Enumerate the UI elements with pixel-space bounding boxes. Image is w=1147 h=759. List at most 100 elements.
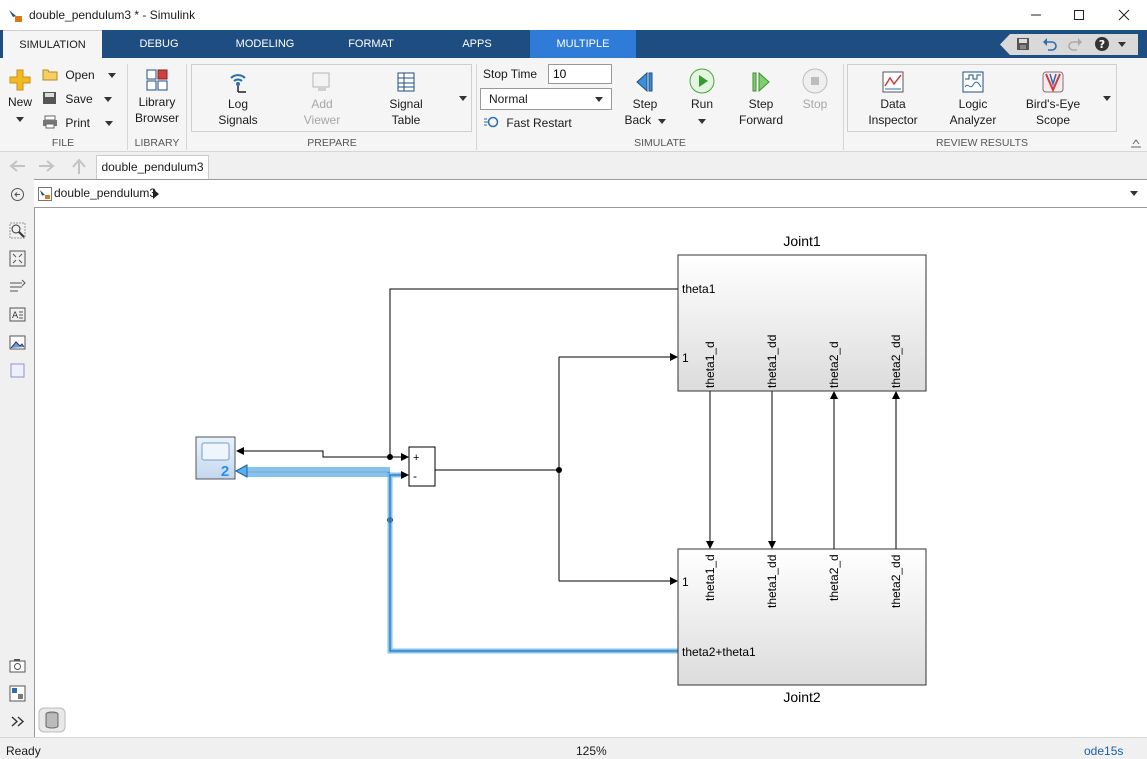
log-signals-button[interactable]: Log Signals — [212, 70, 264, 128]
fit-to-view-icon[interactable] — [9, 250, 26, 267]
run-button[interactable]: Run — [680, 68, 724, 128]
sum-block[interactable]: + - — [408, 446, 436, 487]
signal-line-to-scope-1[interactable] — [241, 450, 390, 458]
block-diagram: 2 + - Joint1 theta1 1 theta1_d theta1_dd… — [38, 233, 927, 733]
help-dropdown-icon[interactable] — [1118, 42, 1126, 47]
add-viewer-button[interactable]: Add Viewer — [296, 70, 348, 128]
breadcrumb: double_pendulum3 — [34, 179, 1147, 208]
birds-eye-scope-button[interactable]: Bird's-Eye Scope — [1022, 70, 1084, 128]
forward-arrow-icon[interactable] — [38, 158, 56, 174]
step-back-button[interactable]: Step Back — [621, 70, 669, 128]
open-button[interactable]: Open — [42, 66, 118, 84]
signal-line-theta2-theta1-selected[interactable] — [234, 464, 678, 654]
review-section-label: REVIEW RESULTS — [936, 137, 1028, 149]
tab-multiple[interactable]: MULTIPLE — [530, 30, 636, 58]
ribbon-divider — [127, 64, 128, 150]
close-button[interactable] — [1101, 0, 1147, 30]
undo-icon[interactable] — [1042, 37, 1058, 51]
tab-format[interactable]: FORMAT — [348, 38, 394, 50]
breadcrumb-model[interactable]: double_pendulum3 — [54, 186, 157, 200]
run-dropdown-icon — [698, 119, 706, 124]
step-back-dropdown-icon — [657, 119, 666, 124]
step-forward-button[interactable]: Step Forward — [735, 70, 787, 128]
mode-dropdown-icon — [595, 97, 603, 102]
ribbon-divider — [186, 64, 187, 150]
joint2-port-theta1-d: theta1_d — [703, 554, 717, 601]
folder-icon — [42, 69, 58, 81]
svg-text:A: A — [12, 311, 19, 321]
joint2-port-theta2-d: theta2_d — [827, 554, 841, 601]
scope-port-count: 2 — [221, 463, 229, 480]
zoom-icon[interactable] — [9, 222, 26, 239]
run-play-icon — [689, 68, 715, 94]
collapse-ribbon-icon[interactable] — [1130, 136, 1142, 148]
review-gallery-expand-icon[interactable] — [1103, 96, 1111, 101]
floppy-icon — [43, 92, 56, 104]
birds-eye-scope-icon — [1042, 71, 1064, 93]
annotation-icon[interactable]: A — [9, 306, 26, 323]
new-button[interactable]: New — [4, 68, 36, 126]
breadcrumb-menu-icon[interactable] — [1130, 191, 1138, 196]
ribbon-divider — [843, 64, 844, 150]
joint1-block[interactable]: Joint1 theta1 1 theta1_d theta1_dd theta… — [677, 233, 927, 392]
joint1-title: Joint1 — [783, 233, 821, 249]
library-section-label: LIBRARY — [134, 137, 180, 149]
maximize-button[interactable] — [1056, 0, 1102, 30]
maximize-icon — [1074, 10, 1084, 20]
screenshot-camera-icon[interactable] — [9, 657, 26, 674]
tab-modeling[interactable]: MODELING — [235, 38, 295, 50]
fast-restart-toggle[interactable]: Fast Restart — [483, 114, 572, 132]
data-inspector-icon — [882, 71, 904, 93]
model-file-tab[interactable]: double_pendulum3 — [96, 155, 209, 179]
joint2-block[interactable]: Joint2 theta2+theta1 1 theta1_d theta1_d… — [677, 548, 927, 705]
signal-lines-icon[interactable] — [9, 278, 26, 295]
logic-analyzer-button[interactable]: Logic Analyzer — [943, 70, 1003, 128]
signal-table-button[interactable]: Signal Table — [380, 70, 432, 128]
area-icon[interactable] — [9, 362, 26, 379]
solver-link[interactable]: ode15s — [1084, 744, 1124, 758]
prepare-section-label: PREPARE — [307, 137, 357, 149]
tab-apps[interactable]: APPS — [462, 38, 492, 50]
model-data-toggle[interactable] — [38, 707, 66, 733]
prepare-gallery-expand-icon[interactable] — [459, 96, 467, 101]
scope-block[interactable]: 2 — [195, 436, 236, 480]
expand-palette-icon[interactable] — [9, 713, 26, 730]
image-icon[interactable] — [9, 334, 26, 351]
joint1-port-theta1-d: theta1_d — [703, 341, 717, 388]
left-palette: A — [0, 179, 34, 737]
save-dropdown-icon — [104, 97, 112, 102]
logic-analyzer-icon — [962, 71, 984, 93]
breadcrumb-chevron-icon[interactable] — [152, 189, 160, 199]
hide-explorer-icon[interactable] — [9, 186, 26, 203]
fast-restart-icon — [484, 116, 499, 128]
printer-icon — [43, 115, 57, 129]
stop-time-input[interactable] — [548, 64, 612, 84]
minimize-button[interactable] — [1013, 0, 1059, 30]
redo-icon[interactable] — [1067, 37, 1083, 51]
step-back-icon — [636, 71, 653, 93]
sum-minus-sign: - — [413, 469, 417, 483]
signal-line-theta1[interactable] — [389, 288, 678, 458]
viewer-icon — [312, 72, 330, 91]
joint2-title: Joint2 — [783, 689, 821, 705]
file-section-label: FILE — [51, 137, 75, 149]
model-browser-icon[interactable] — [9, 685, 26, 702]
up-arrow-icon[interactable] — [70, 157, 88, 175]
simulation-mode-select[interactable]: Normal — [480, 88, 612, 110]
save-icon[interactable] — [1016, 37, 1030, 51]
joint2-port-theta: theta2+theta1 — [682, 645, 756, 659]
model-canvas[interactable]: 2 + - Joint1 theta1 1 theta1_d theta1_dd… — [34, 208, 1147, 737]
tab-debug[interactable]: DEBUG — [139, 38, 179, 50]
print-button[interactable]: Print — [42, 114, 118, 132]
back-arrow-icon[interactable] — [8, 158, 26, 174]
data-inspector-button[interactable]: Data Inspector — [862, 70, 924, 128]
svg-text:?: ? — [1099, 38, 1105, 51]
joint1-port-1: 1 — [682, 351, 689, 365]
ribbon-divider — [476, 64, 477, 150]
stop-button[interactable]: Stop — [796, 68, 834, 112]
save-model-button[interactable]: Save — [42, 90, 118, 108]
library-browser-button[interactable]: Library Browser — [130, 68, 184, 126]
new-plus-icon — [9, 69, 31, 91]
help-icon[interactable]: ? — [1094, 36, 1110, 52]
tab-simulation[interactable]: SIMULATION — [3, 30, 102, 58]
